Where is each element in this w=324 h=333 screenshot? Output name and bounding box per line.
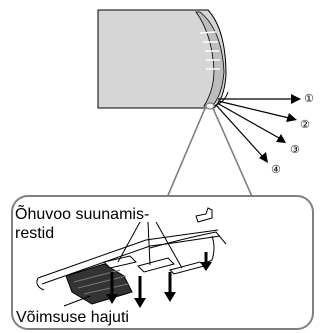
outlet-marker <box>205 102 215 110</box>
arrow-head-3 <box>276 134 286 143</box>
frame-line <box>37 229 219 279</box>
detail-arrow-head <box>134 298 146 308</box>
detail-arrow-head <box>200 262 212 271</box>
airflow-arrow-4 <box>215 104 264 158</box>
unit-bottom-edge <box>149 231 227 249</box>
louver-pointer <box>155 221 183 269</box>
indoor-unit <box>97 9 229 109</box>
frame-line <box>41 235 221 285</box>
arrow-head-4 <box>259 152 268 163</box>
callout-outline <box>165 105 259 211</box>
frame-line <box>36 277 45 291</box>
detail-arrow-head <box>164 292 176 302</box>
louver-blade <box>137 257 175 273</box>
arrow-head-1 <box>291 94 301 104</box>
diffuser-label: Võimsuse hajuti <box>16 309 129 326</box>
airflow-arrow-3 <box>216 102 280 139</box>
louver-label-line2: restid <box>15 225 55 242</box>
louver-pointers <box>117 221 183 269</box>
airflow-arrow-2 <box>217 100 290 119</box>
arrow-head-2 <box>286 113 297 122</box>
direction-label-4: ④ <box>271 163 281 176</box>
callout <box>165 102 259 211</box>
direction-label-2: ② <box>300 118 310 131</box>
direction-label-1: ① <box>304 92 314 105</box>
louver-pointer <box>117 221 141 263</box>
direction-label-3: ③ <box>290 143 300 156</box>
panel-line <box>199 31 217 34</box>
airflow-arrows <box>215 94 301 163</box>
detail-airflow-arrows <box>106 252 212 308</box>
louver-label-line1: Õhuvoo suunamis- <box>15 206 150 223</box>
detail-arrow-head <box>106 294 118 304</box>
louver-pointer <box>147 221 151 266</box>
bracket-tab <box>195 207 213 223</box>
frame-curve <box>199 235 215 267</box>
diffuser-pointer <box>63 295 91 307</box>
